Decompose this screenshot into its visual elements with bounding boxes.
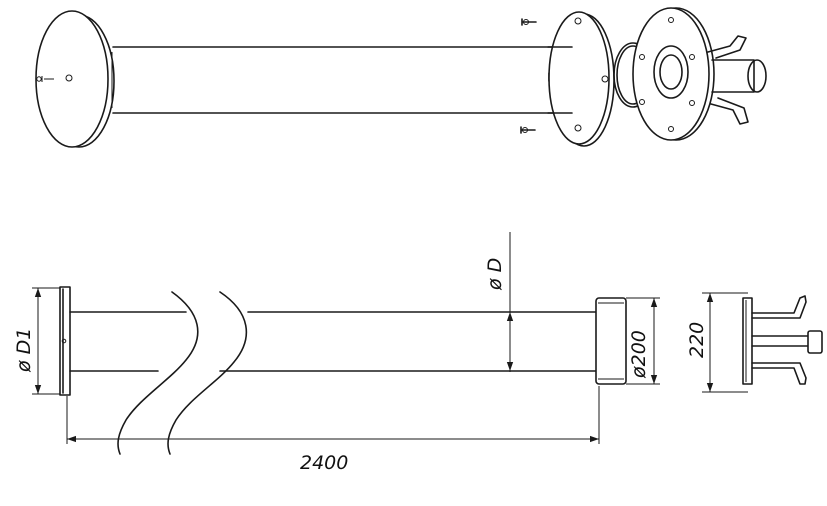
- dimension-diameter-d1: ø D1: [13, 287, 60, 395]
- dimension-diameter-200: ø200: [626, 297, 660, 385]
- main-tube: [111, 46, 557, 114]
- fitting-stub: [751, 330, 823, 354]
- dimension-height: 220: [686, 292, 748, 393]
- fitting-hooks: [751, 295, 807, 385]
- dimension-diameter-d: ø D: [484, 232, 514, 372]
- tube-left-segment: [69, 311, 187, 372]
- right-flange-disc: [547, 11, 615, 147]
- dimension-label-length: 2400: [300, 452, 348, 474]
- left-end-disc: [35, 10, 115, 148]
- fitting-plate: [742, 297, 753, 385]
- dimension-length: 2400: [66, 386, 600, 474]
- isometric-exploded-view: [35, 7, 767, 148]
- tube-right-segment: [219, 311, 597, 372]
- left-base-plate: [59, 286, 71, 396]
- dimension-label-200: ø200: [628, 330, 650, 379]
- screw-bottom: [520, 126, 536, 134]
- right-collar: [595, 297, 627, 385]
- screw-top: [521, 18, 537, 26]
- dimension-label-d: ø D: [484, 258, 506, 291]
- anchor-hooks: [707, 35, 767, 125]
- break-lines: [117, 291, 248, 455]
- dimension-label-height: 220: [686, 322, 708, 358]
- side-elevation-view: ø D ø D1 ø200 2400: [13, 232, 660, 474]
- mounting-plate: [632, 7, 715, 141]
- end-fitting-view: 220: [686, 292, 823, 393]
- dimension-label-d1: ø D1: [13, 328, 35, 373]
